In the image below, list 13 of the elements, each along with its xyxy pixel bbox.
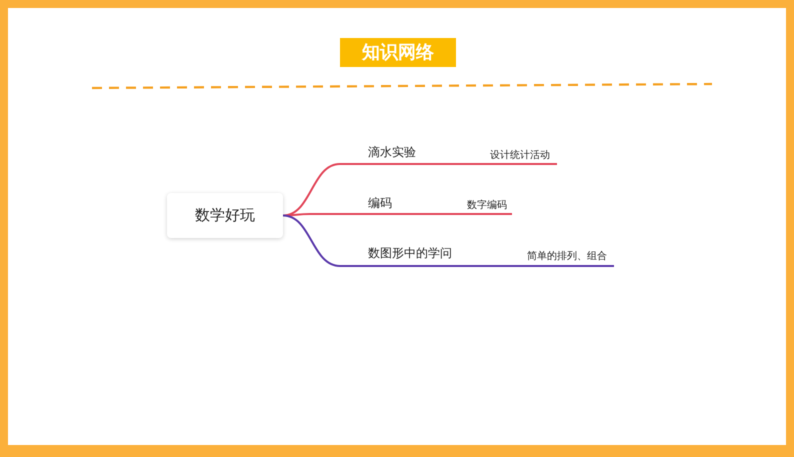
branch-connector [282, 214, 340, 267]
topic-box [167, 193, 283, 238]
leaf-text: 数字编码 [467, 198, 507, 212]
topic-text: 数学好玩 [195, 206, 255, 225]
leaf-text: 简单的排列、组合 [527, 250, 607, 263]
branch-connector [470, 265, 490, 267]
branch-connector [455, 163, 480, 165]
branch-text: 数图形中的学问 [368, 245, 452, 262]
branch-text: 编码 [368, 195, 392, 212]
leaf-text: 设计统计活动 [490, 148, 550, 162]
branch-text: 滴水实验 [368, 144, 416, 161]
branch-connector [440, 213, 460, 215]
title-banner: 知识网络 [340, 38, 456, 67]
